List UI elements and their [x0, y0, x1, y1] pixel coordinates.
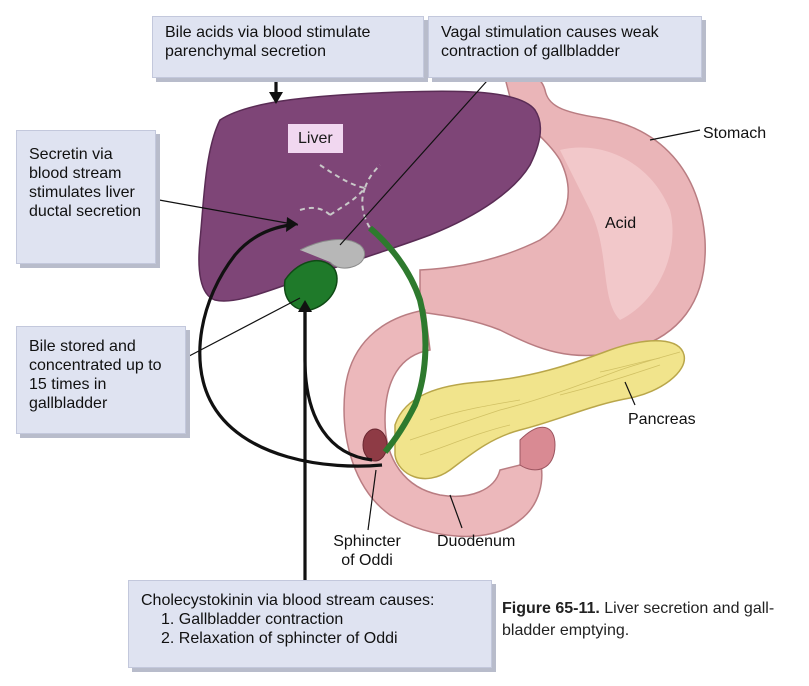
- liver-shape: [198, 90, 542, 302]
- intestine-end: [519, 426, 556, 471]
- callout-cck-item-1: 1. Gallbladder contraction: [161, 611, 344, 628]
- duodenum-label: Duodenum: [437, 533, 516, 550]
- figure-caption-text: Liver secretion and gall-bladder emptyin…: [502, 600, 775, 639]
- callout-secretin-text: Secretin via blood stream stimulates liv…: [29, 146, 142, 220]
- duodenum-shape: [343, 309, 543, 538]
- callout-vagal: Vagal stimulation causes weak contractio…: [428, 16, 702, 78]
- stomach-label: Stomach: [703, 125, 767, 142]
- callout-vagal-text: Vagal stimulation causes weak contractio…: [441, 24, 659, 60]
- gallbladder-shape: [283, 260, 338, 311]
- stomach-highlight: [560, 147, 673, 320]
- pancreas-texture: [409, 351, 681, 456]
- arrows: [198, 72, 383, 580]
- callout-secretin: Secretin via blood stream stimulates liv…: [16, 130, 156, 264]
- callout-bile-acids: Bile acids via blood stimulate parenchym…: [152, 16, 424, 78]
- pancreas-shape: [394, 340, 686, 480]
- figure-label: Figure 65-11.: [502, 600, 600, 617]
- duodenum-opening: [362, 428, 388, 462]
- gallbladder-outline: [299, 239, 366, 269]
- callout-cck-item-2: 2. Relaxation of sphincter of Oddi: [161, 630, 398, 647]
- bile-duct: [368, 225, 429, 454]
- figure-caption: Figure 65-11. Liver secretion and gall-b…: [502, 598, 798, 642]
- callout-cck-title: Cholecystokinin via blood stream causes:: [141, 592, 435, 609]
- arrowheads: [269, 92, 312, 312]
- callout-bile-acids-text: Bile acids via blood stimulate parenchym…: [165, 24, 371, 60]
- liver-ducts: [299, 164, 381, 229]
- callout-bile-stored: Bile stored and concentrated up to 15 ti…: [16, 326, 186, 434]
- liver-label: Liver: [288, 124, 343, 153]
- acid-label: Acid: [605, 215, 637, 232]
- sphincter-label: Sphincter of Oddi: [333, 533, 401, 569]
- leader-lines: [147, 71, 701, 531]
- callout-bile-stored-text: Bile stored and concentrated up to 15 ti…: [29, 338, 162, 412]
- pancreas-label: Pancreas: [628, 411, 696, 428]
- callout-cck-list: 1. Gallbladder contraction 2. Relaxation…: [141, 610, 491, 648]
- callout-cholecystokinin: Cholecystokinin via blood stream causes:…: [128, 580, 492, 668]
